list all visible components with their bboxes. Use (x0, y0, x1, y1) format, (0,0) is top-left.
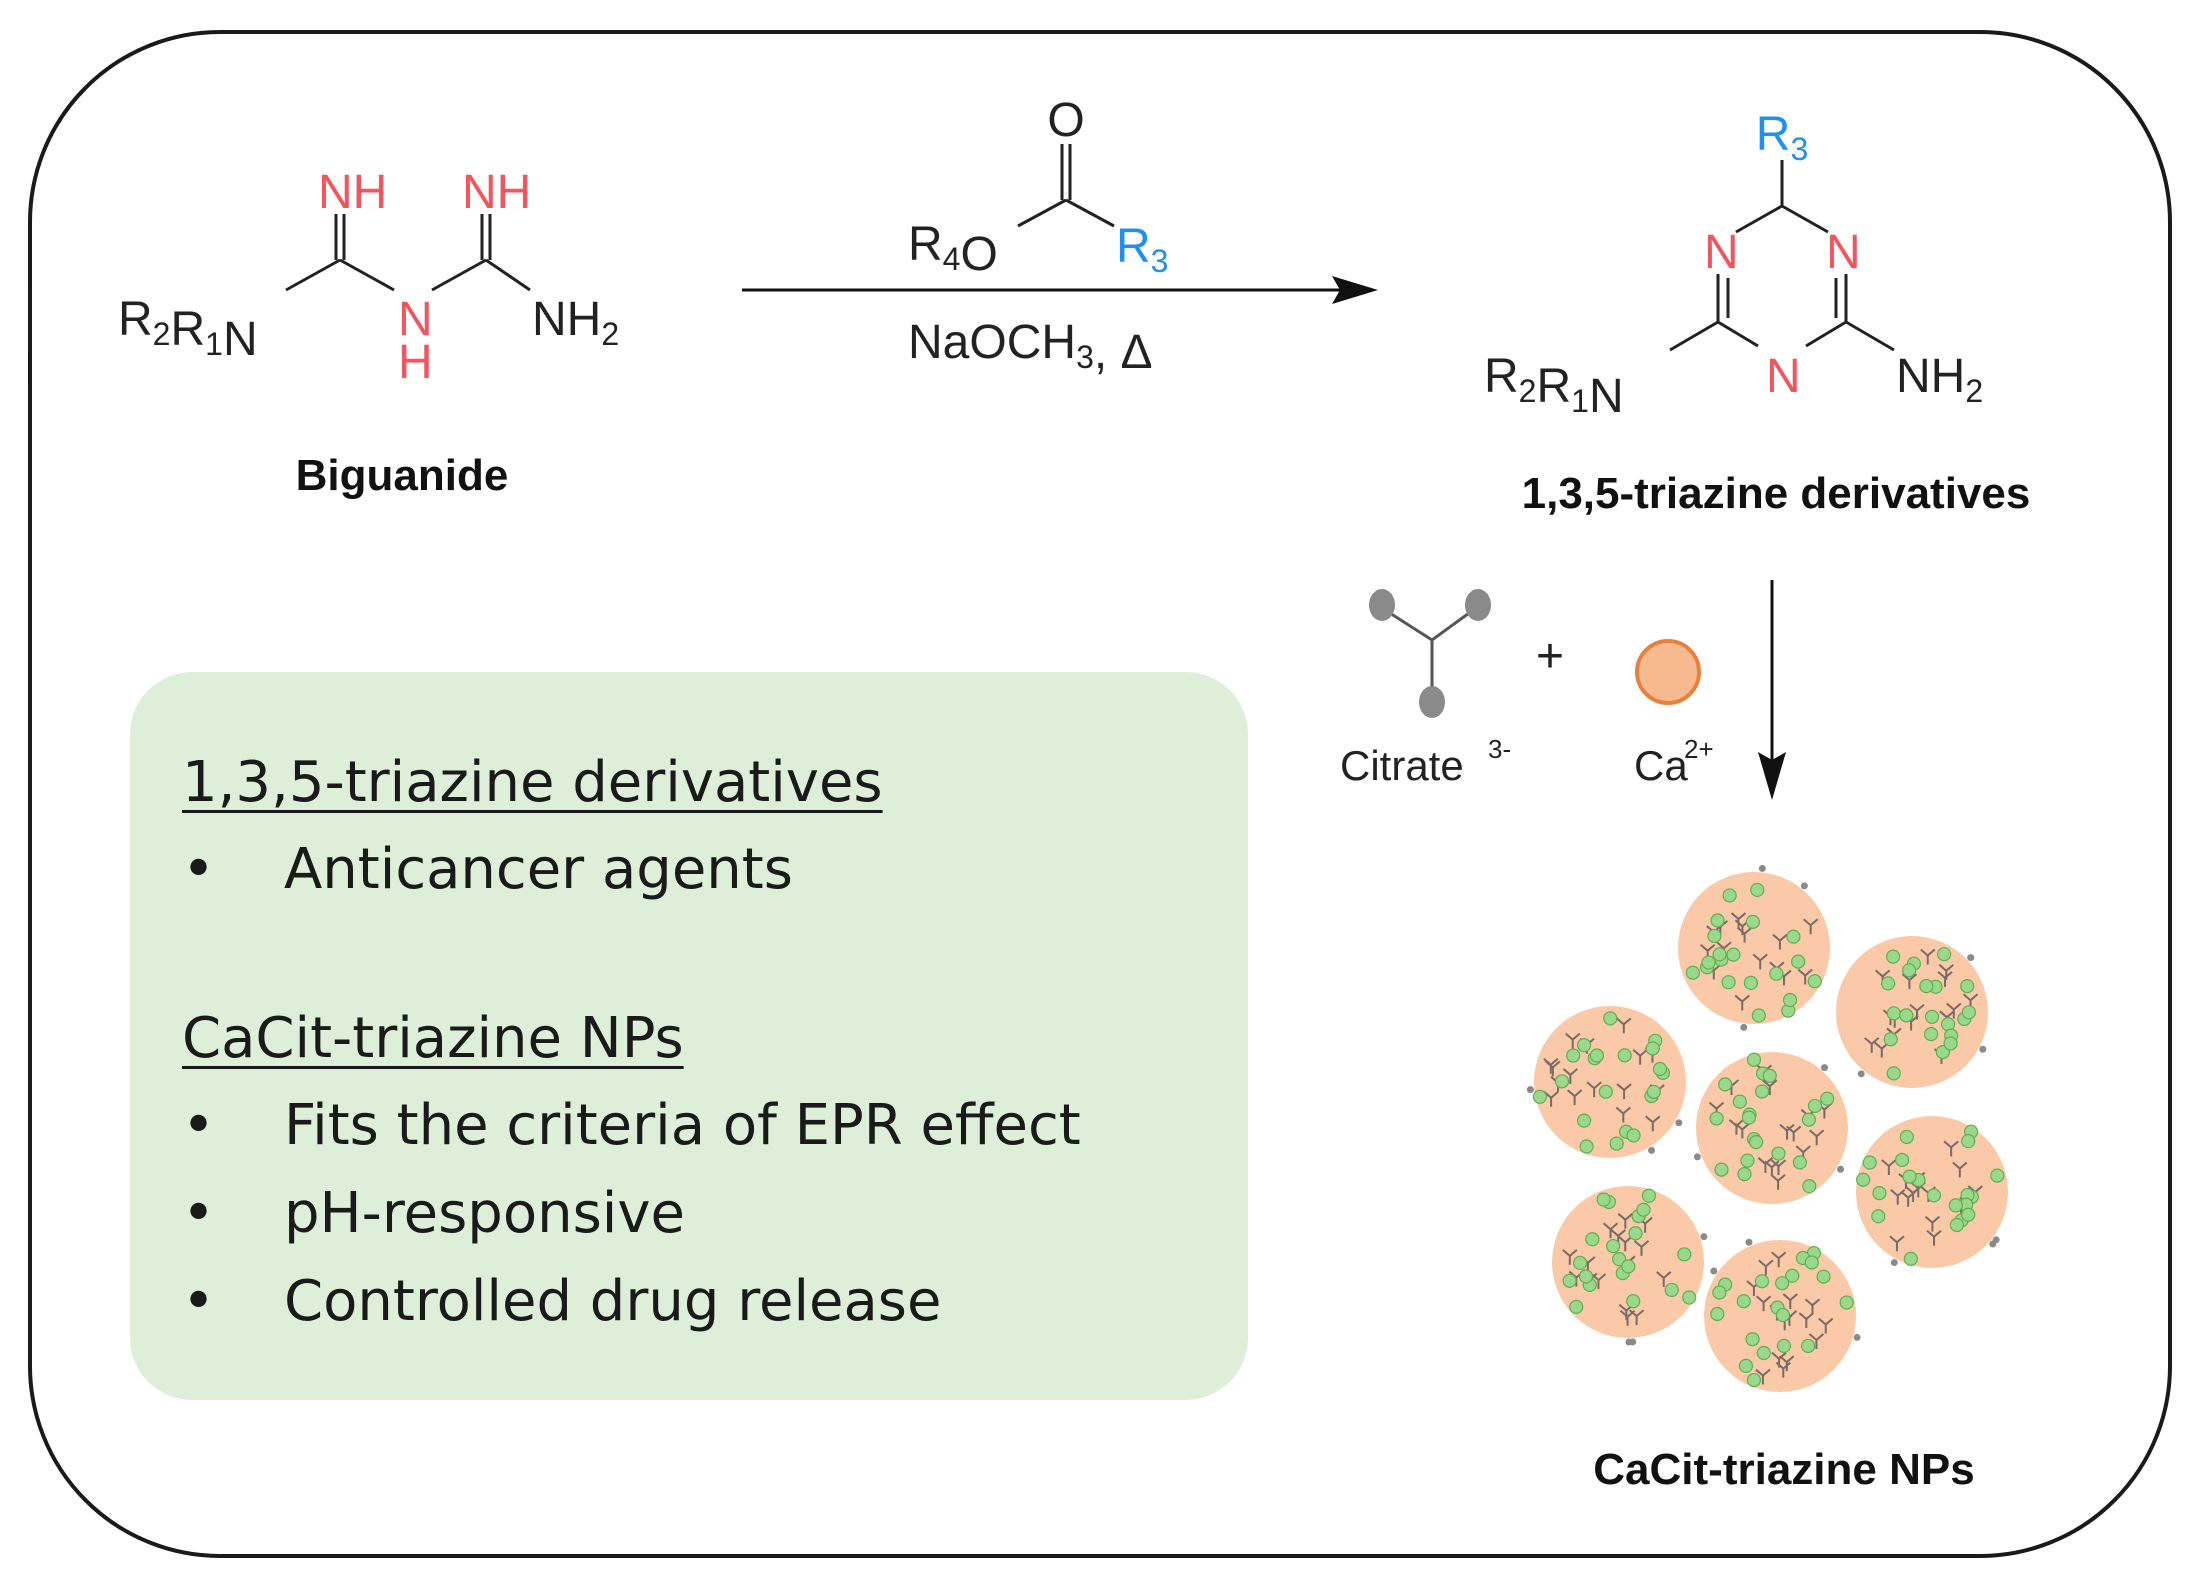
list-item: •pH-responsive (182, 1181, 685, 1246)
np-property-list: •Fits the criteria of EPR effect •pH-res… (182, 1082, 1248, 1346)
plus-sign: + (1536, 630, 1564, 683)
triazine-ring (1669, 160, 1895, 352)
triazine-property-list: •Anticancer agents (182, 826, 1248, 914)
reaction-arrow-head (1332, 276, 1378, 304)
reagent-r3: R3 (1116, 220, 1168, 279)
nanoparticle (1693, 1052, 1848, 1204)
biguanide-amine: NH2 (532, 293, 619, 352)
list-item: •Anticancer agents (182, 837, 793, 902)
nanoparticle (1704, 1238, 1861, 1392)
triazine-n-bottom: N (1766, 350, 1801, 403)
list-item: •Controlled drug release (182, 1269, 942, 1334)
reagent-ester: R4O (908, 218, 998, 281)
section-heading-triazine: 1,3,5-triazine derivatives (182, 750, 883, 815)
info-box: 1,3,5-triazine derivatives •Anticancer a… (130, 672, 1248, 1400)
list-item: •Fits the criteria of EPR effect (182, 1093, 1081, 1158)
nanoparticle-cluster (1526, 864, 2008, 1392)
nanoparticle (1856, 1116, 2008, 1268)
reaction-conditions: NaOCH3, Δ (908, 316, 1153, 379)
nanoparticle-label: CaCit-triazine NPs (1593, 1445, 1974, 1494)
outer-frame (28, 30, 2172, 1558)
calcium-charge: 2+ (1684, 734, 1714, 764)
biguanide-bridge-h: H (398, 336, 433, 389)
calcium-label: Ca (1634, 742, 1688, 789)
triazine-left-group: R2R1N (1484, 350, 1624, 423)
calcium-ion-icon (1635, 639, 1701, 705)
triazine-n-left: N (1704, 226, 1739, 279)
triazine-label: 1,3,5-triazine derivatives (1522, 469, 2031, 518)
reagent-carbonyl-o: O (1047, 94, 1084, 147)
biguanide-imine-1: NH (318, 166, 387, 219)
biguanide-imine-2: NH (462, 166, 531, 219)
biguanide-left-group: R2R1N (118, 293, 258, 366)
biguanide-structure (285, 214, 531, 292)
assembly-arrow-head (1758, 752, 1786, 800)
nanoparticle (1526, 1006, 1686, 1158)
triazine-n-right: N (1826, 226, 1861, 279)
nanoparticle (1678, 864, 1830, 1031)
section-heading-nps: CaCit-triazine NPs (182, 1006, 684, 1071)
triazine-amine: NH2 (1896, 350, 1983, 409)
nanoparticle (1552, 1186, 1708, 1346)
nanoparticle (1836, 936, 1988, 1088)
biguanide-bridge-n: N (398, 293, 433, 346)
ester-reagent (1017, 144, 1115, 228)
triazine-r3: R3 (1756, 108, 1808, 167)
citrate-icon (1369, 589, 1491, 718)
biguanide-label: Biguanide (296, 451, 509, 500)
citrate-label: Citrate (1340, 742, 1464, 789)
citrate-charge: 3- (1488, 734, 1511, 764)
